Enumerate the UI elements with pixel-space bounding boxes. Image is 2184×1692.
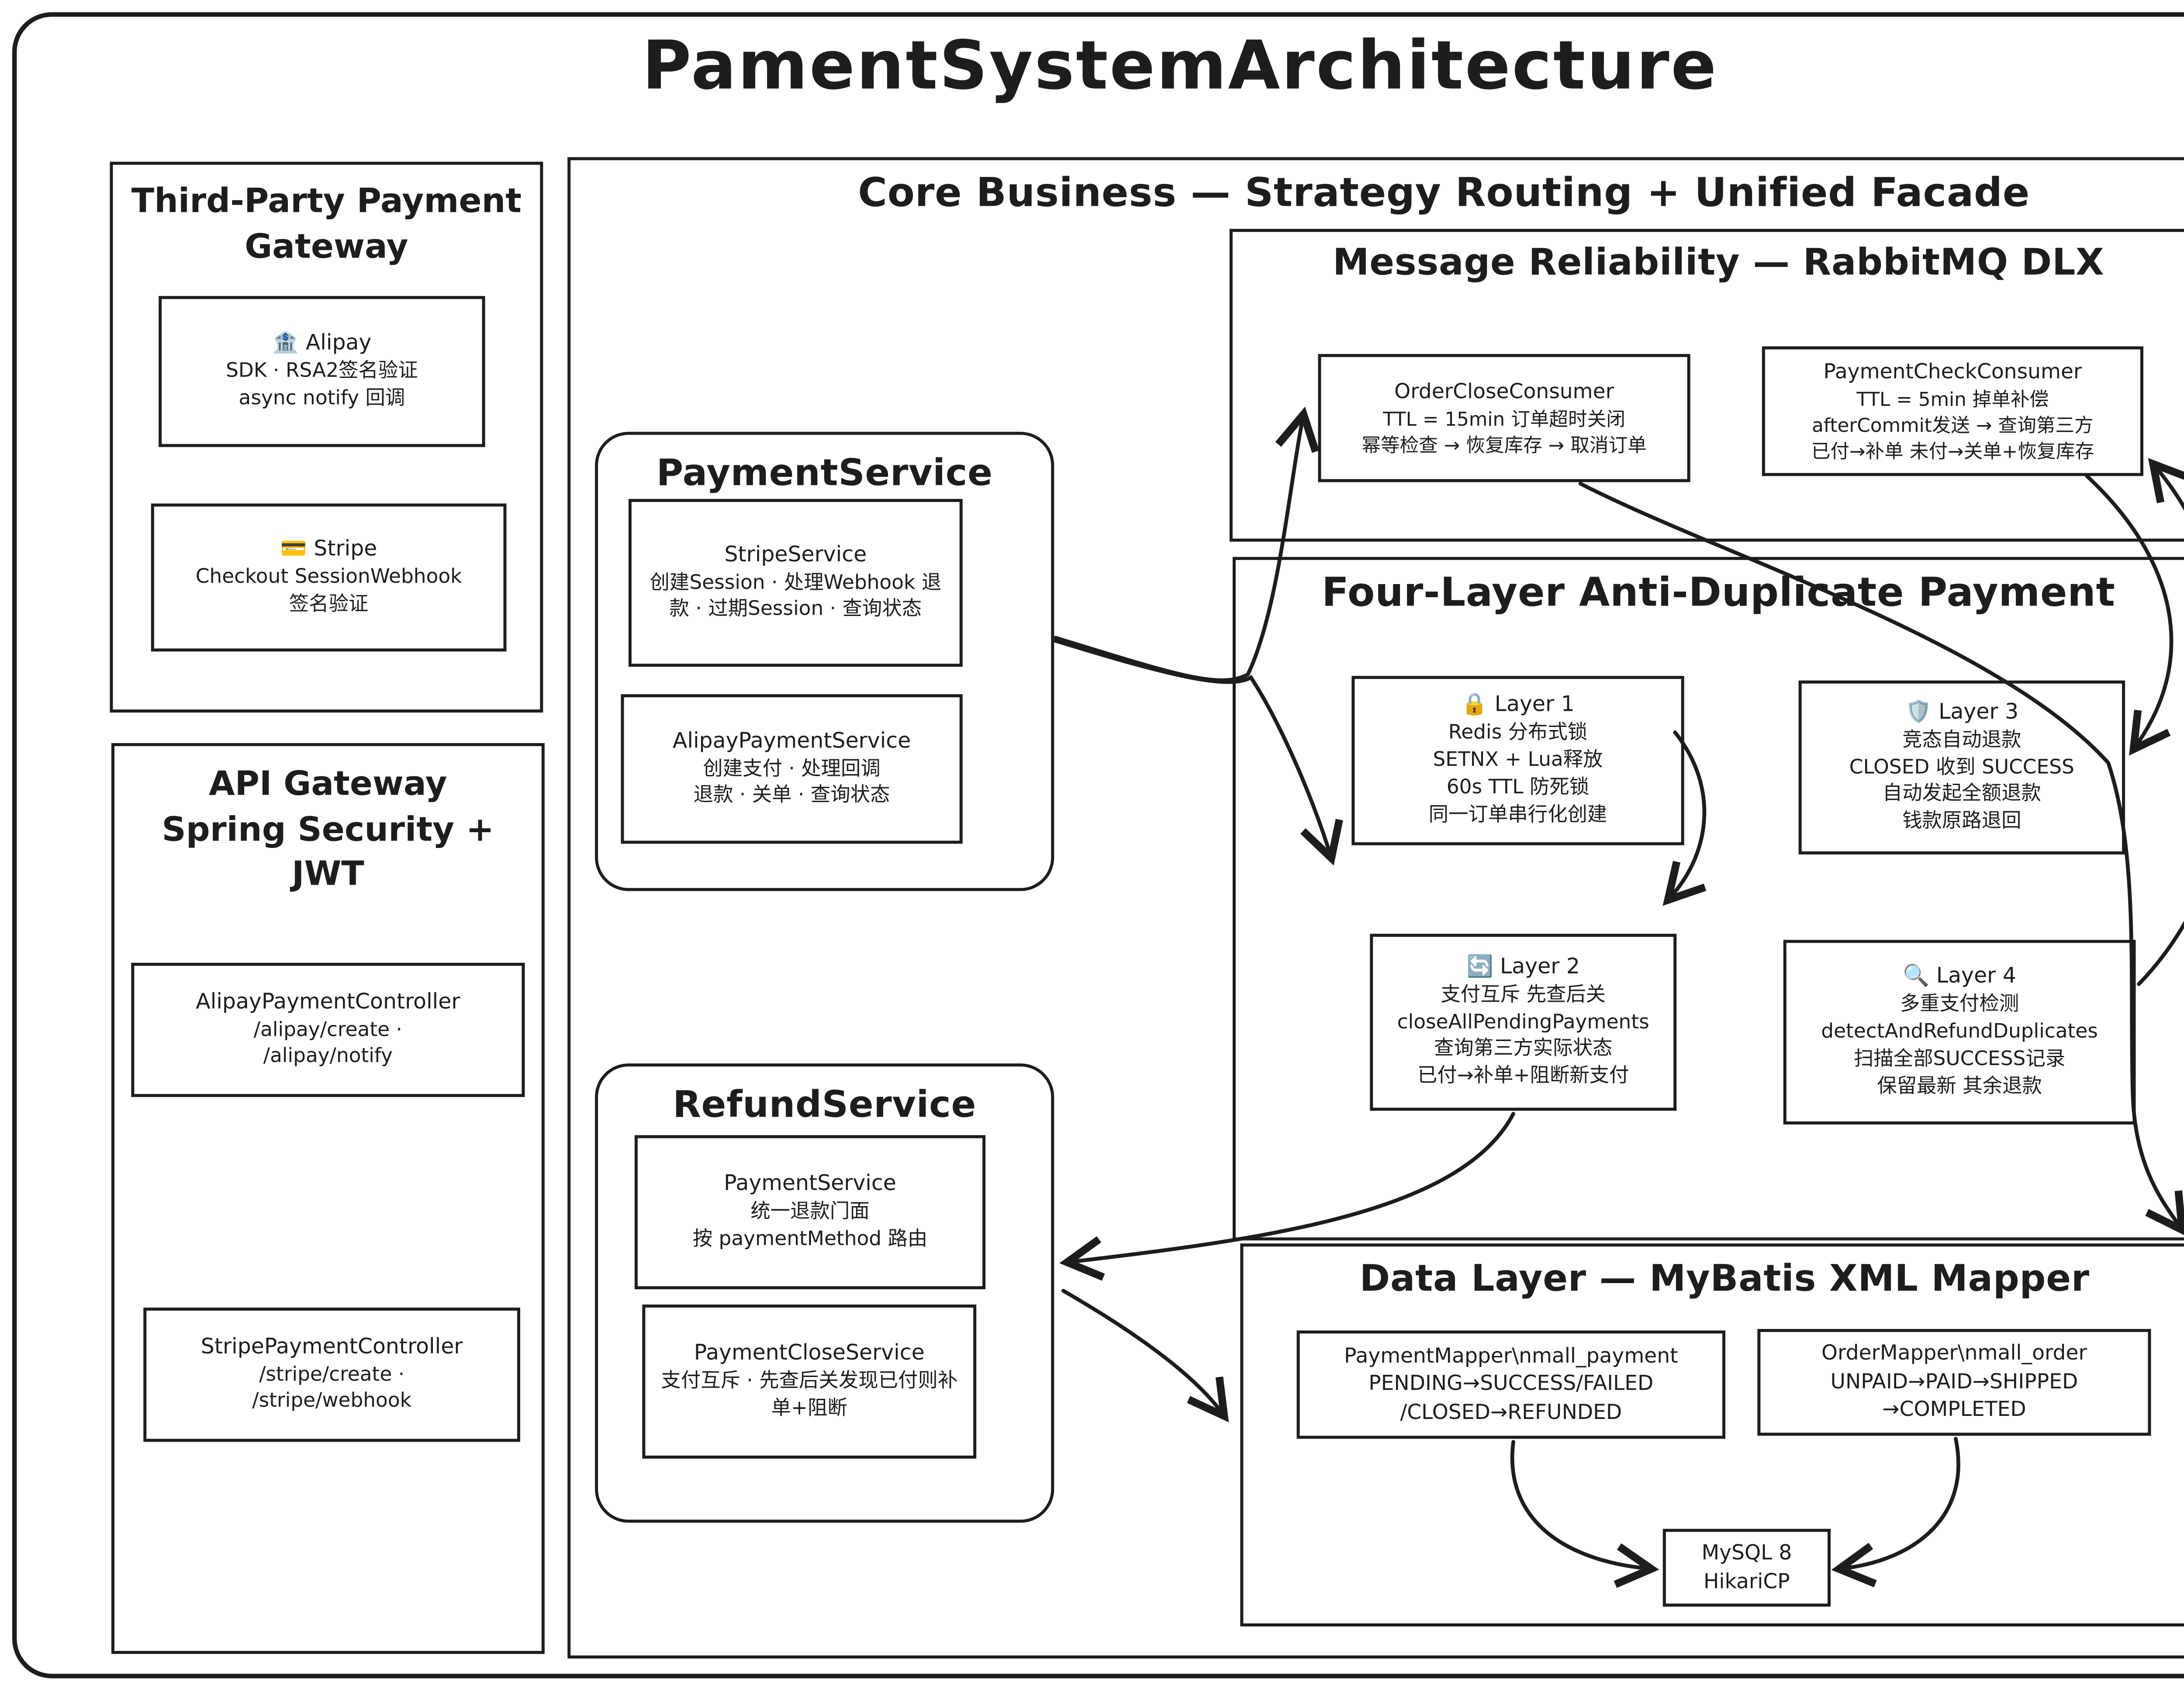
four-layer-box bbox=[1232, 557, 2184, 1241]
counterclockwise-arrows-icon: 🔄 bbox=[1466, 955, 1493, 979]
refund-service-title: RefundService bbox=[673, 1083, 977, 1126]
alipay-node-title: 🏦 Alipay bbox=[272, 331, 372, 356]
order-close-consumer-node: OrderCloseConsumer TTL = 15min 订单超时关闭 幂等… bbox=[1318, 354, 1690, 482]
data-layer-title: Data Layer — MyBatis XML Mapper bbox=[1359, 1257, 2090, 1300]
stripe-controller-node: StripePaymentController /stripe/create ·… bbox=[143, 1308, 520, 1442]
stripe-service-node: StripeService 创建Session · 处理Webhook 退款 ·… bbox=[628, 499, 963, 667]
api-gateway-title: API Gateway Spring Security + JWT bbox=[162, 766, 494, 895]
four-layer-title: Four-Layer Anti-Duplicate Payment bbox=[1321, 571, 2115, 616]
alipay-controller-node: AlipayPaymentController /alipay/create ·… bbox=[131, 962, 525, 1097]
layer1-node: 🔒 Layer 1 Redis 分布式锁 SETNX + Lua释放 60s T… bbox=[1351, 676, 1684, 845]
alipay-node: 🏦 Alipay SDK · RSA2签名验证 async notify 回调 bbox=[159, 296, 485, 447]
payment-check-consumer-node: PaymentCheckConsumer TTL = 5min 掉单补偿 aft… bbox=[1762, 346, 2143, 476]
layer3-node: 🛡️ Layer 3 竞态自动退款 CLOSED 收到 SUCCESS 自动发起… bbox=[1798, 680, 2125, 855]
stripe-node-title: 💳 Stripe bbox=[280, 537, 377, 562]
api-gateway-box bbox=[111, 743, 545, 1654]
layer4-node: 🔍 Layer 4 多重支付检测 detectAndRefundDuplicat… bbox=[1783, 940, 2136, 1125]
order-mapper-node: OrderMapper\nmall_order UNPAID→PAID→SHIP… bbox=[1757, 1329, 2151, 1436]
stripe-node-lines: Checkout SessionWebhook 签名验证 bbox=[195, 566, 462, 616]
layer2-node: 🔄 Layer 2 支付互斥 先查后关 closeAllPendingPayme… bbox=[1370, 934, 1677, 1111]
payment-service-facade-node: PaymentService 统一退款门面 按 paymentMethod 路由 bbox=[634, 1135, 986, 1290]
lock-icon: 🔒 bbox=[1461, 693, 1488, 718]
third-party-gateway-title: Third-Party Payment Gateway bbox=[131, 183, 522, 267]
mysql-node: MySQL 8 HikariCP bbox=[1662, 1529, 1831, 1607]
payment-service-title: PaymentService bbox=[656, 451, 993, 495]
core-business-title: Core Business — Strategy Routing + Unifi… bbox=[858, 171, 2030, 217]
alipay-payment-service-node: AlipayPaymentService 创建支付 · 处理回调 退款 · 关单… bbox=[621, 694, 963, 844]
message-reliability-title: Message Reliability — RabbitMQ DLX bbox=[1333, 241, 2105, 284]
alipay-node-lines: SDK · RSA2签名验证 async notify 回调 bbox=[226, 360, 418, 411]
page-title: PamentSystemArchitecture bbox=[642, 27, 1718, 105]
bank-icon: 🏦 bbox=[272, 331, 299, 356]
stripe-node: 💳 Stripe Checkout SessionWebhook 签名验证 bbox=[151, 503, 507, 652]
credit-card-icon: 💳 bbox=[280, 537, 307, 562]
shield-icon: 🛡️ bbox=[1905, 699, 1932, 724]
payment-mapper-node: PaymentMapper\nmall_payment PENDING→SUCC… bbox=[1296, 1330, 1726, 1439]
payment-close-service-node: PaymentCloseService 支付互斥 · 先查后关发现已付则补单+阻… bbox=[642, 1304, 977, 1459]
magnifying-glass-icon: 🔍 bbox=[1903, 964, 1930, 989]
